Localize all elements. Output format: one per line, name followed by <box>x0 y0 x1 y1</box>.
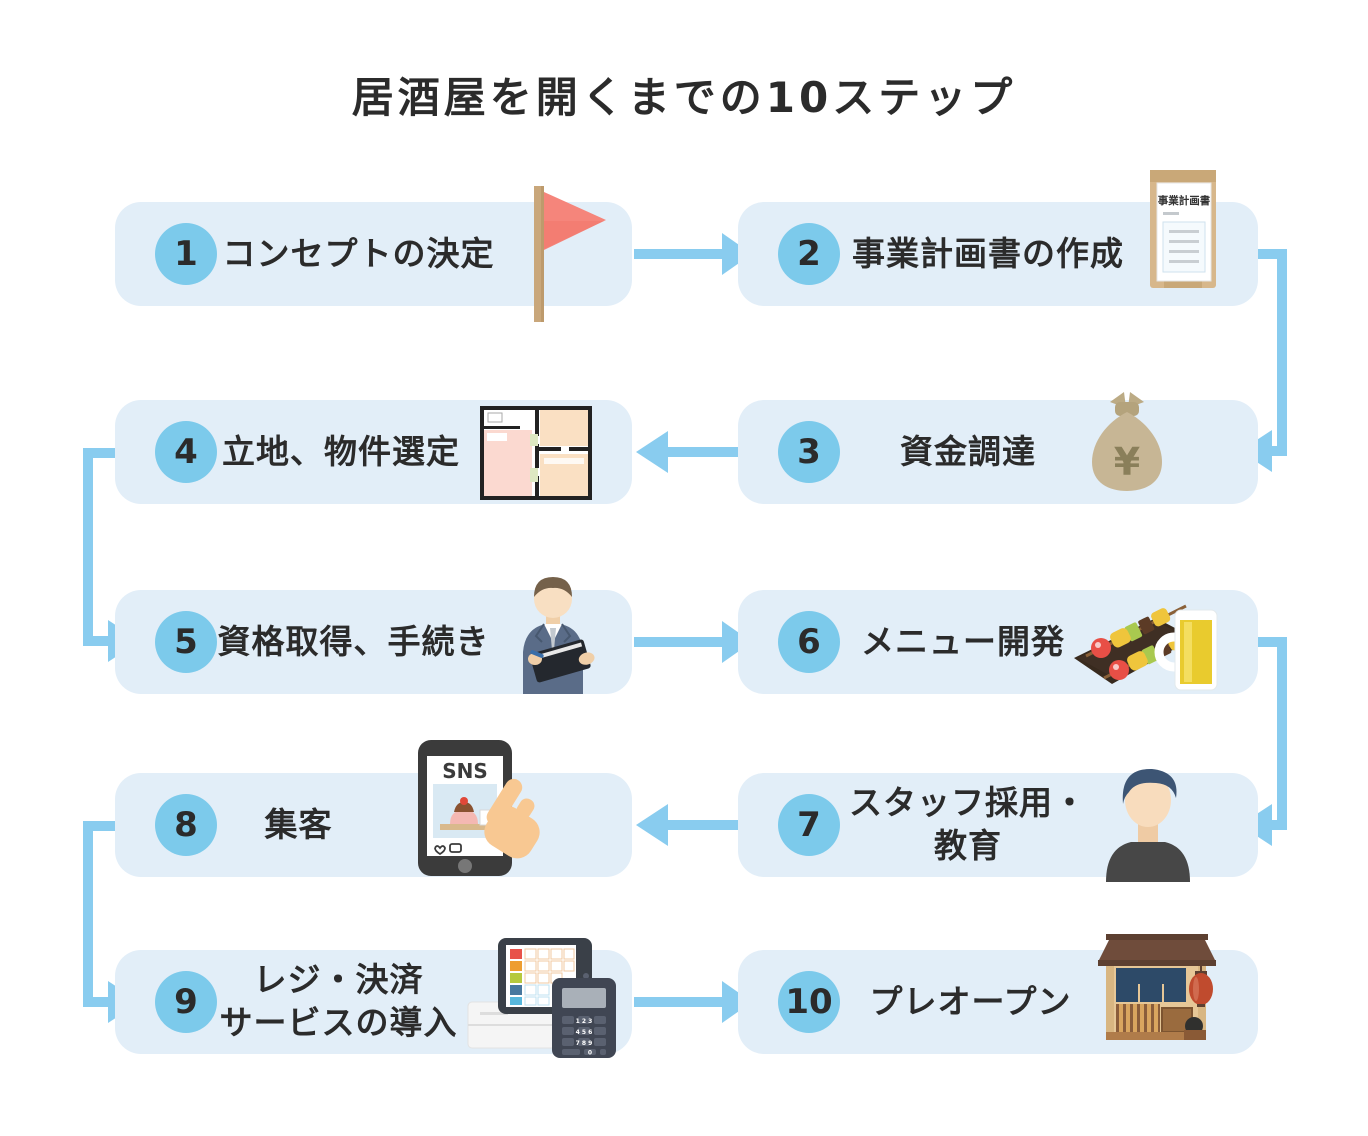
svg-text:4 5 6: 4 5 6 <box>576 1029 593 1036</box>
business-plan-envelope-icon: 事業計画書 <box>1150 170 1216 288</box>
step-number-badge: 4 <box>155 421 217 483</box>
step-label: 立地、物件選定 <box>222 431 460 471</box>
document-title-text: 事業計画書 <box>1158 194 1211 207</box>
svg-text:1 2 3: 1 2 3 <box>576 1018 593 1025</box>
staff-person-icon <box>1106 768 1190 882</box>
step-label: メニュー開発 <box>861 621 1065 661</box>
step-label: スタッフ採用・ 教育 <box>849 783 1087 865</box>
step-number-badge: 6 <box>778 611 840 673</box>
step-number-badge: 10 <box>778 971 840 1033</box>
red-lantern <box>1189 964 1213 1007</box>
yakitori-beer-icon <box>1074 604 1218 691</box>
arrow-9-10 <box>634 981 752 1023</box>
floor-plan-icon <box>480 406 592 500</box>
svg-text:7 8 9: 7 8 9 <box>576 1040 593 1047</box>
step-label: 事業計画書の作成 <box>852 233 1124 273</box>
step-number-badge: 2 <box>778 223 840 285</box>
step-number-badge: 3 <box>778 421 840 483</box>
izakaya-storefront-icon <box>1098 934 1216 1040</box>
arrow-7-8 <box>636 804 738 846</box>
step-label: 資格取得、手続き <box>217 621 490 661</box>
arrow-1-2 <box>634 233 752 275</box>
arrow-3-4 <box>636 431 738 473</box>
step-number-badge: 5 <box>155 611 217 673</box>
money-bag-yen-icon: ¥ <box>1092 392 1162 491</box>
terminal-keypad: 1 2 3 4 5 6 7 8 9 0 <box>576 1018 593 1057</box>
comment-icon <box>449 843 462 853</box>
arrow-5-6 <box>634 621 752 663</box>
yen-symbol-text: ¥ <box>1114 440 1140 484</box>
page-title: 居酒屋を開くまでの10ステップ <box>351 73 1017 122</box>
like-icon <box>434 845 446 856</box>
svg-text:0: 0 <box>588 1050 592 1057</box>
sns-label-text: SNS <box>442 759 488 783</box>
sns-smartphone-hand-icon: SNS <box>418 740 540 876</box>
step-label: コンセプトの決定 <box>222 233 495 273</box>
step-number-badge: 8 <box>155 794 217 856</box>
step-box-3: 3 資金調達 <box>738 400 1258 504</box>
step-number-badge: 1 <box>155 223 217 285</box>
step-box-7: 7 スタッフ採用・ 教育 <box>738 773 1258 877</box>
pointing-hand <box>484 778 540 859</box>
step-number-badge: 7 <box>778 794 840 856</box>
step-box-8: 8 集客 <box>115 773 632 877</box>
pos-register-terminal-icon: 1 2 3 4 5 6 7 8 9 0 <box>467 938 616 1058</box>
step-label: レジ・決済 サービスの導入 <box>219 960 458 1042</box>
red-flag-icon <box>534 186 606 322</box>
step-label: 集客 <box>264 804 333 844</box>
step-number-badge: 9 <box>155 971 217 1033</box>
step-label: 資金調達 <box>900 431 1036 471</box>
step-label: プレオープン <box>869 981 1072 1021</box>
businessman-clipboard-icon <box>523 577 595 694</box>
